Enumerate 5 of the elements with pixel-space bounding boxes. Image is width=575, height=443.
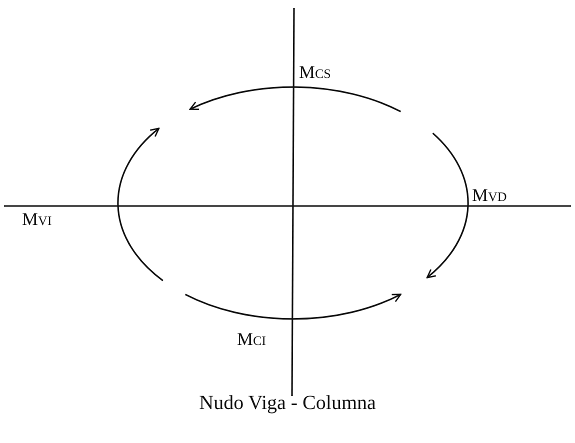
moment-label: Mci — [237, 330, 266, 348]
caption: Nudo Viga - Columna — [199, 393, 376, 413]
moment-label: Mvd — [472, 186, 507, 204]
moment-label: Mvi — [22, 210, 52, 228]
moment-label: Mcs — [299, 63, 331, 81]
